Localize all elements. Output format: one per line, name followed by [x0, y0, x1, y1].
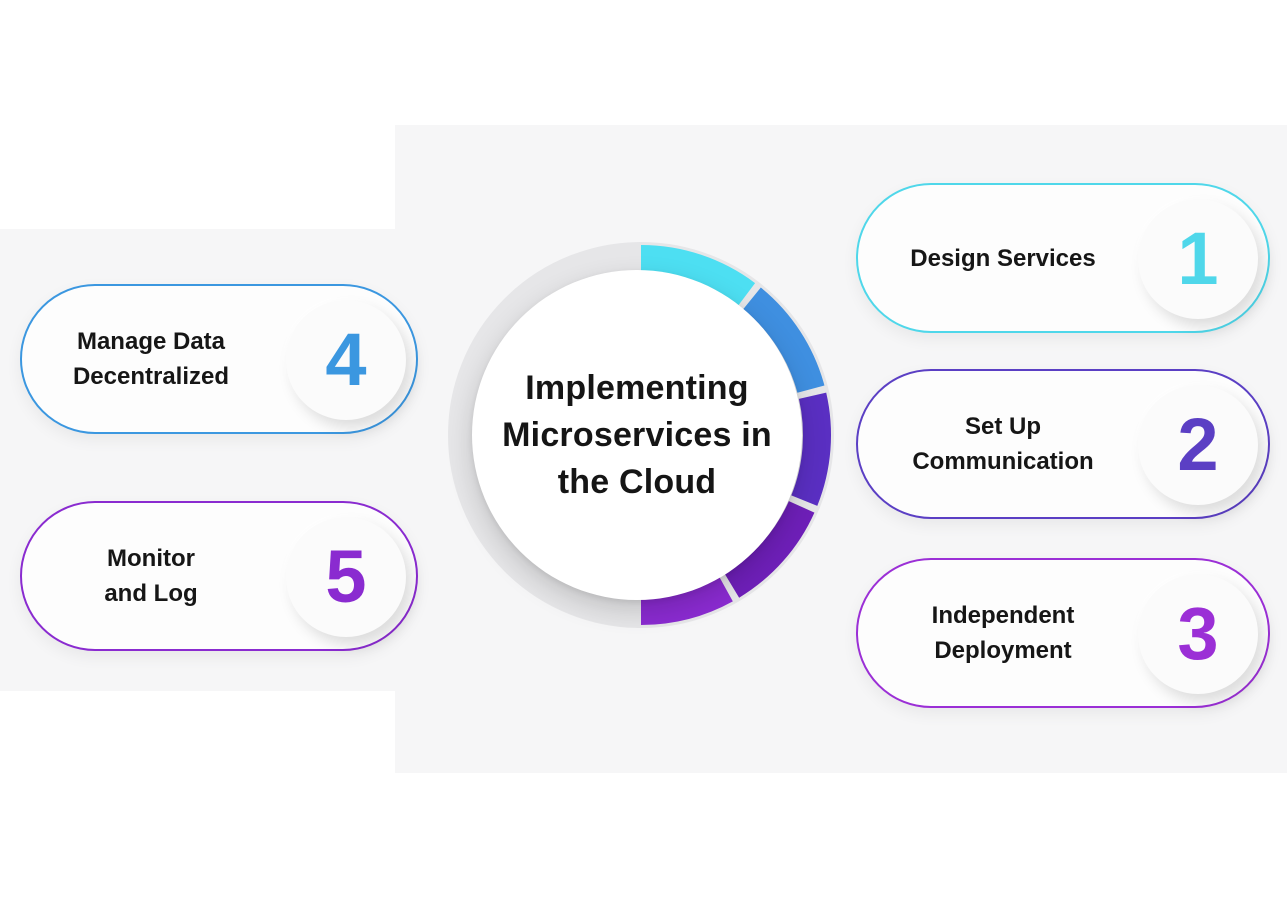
step-4-label: Manage Data Decentralized: [72, 328, 230, 390]
step-2-label: Set Up Communication: [912, 413, 1094, 475]
step-5-card: Monitor and Log 5: [20, 501, 418, 651]
step-4-number: 4: [325, 318, 367, 401]
step-5-number: 5: [325, 535, 367, 618]
step-1-label: Design Services: [910, 244, 1096, 272]
central-hub: Implementing Microservices in the Cloud: [472, 270, 802, 600]
step-2-card: Set Up Communication 2: [856, 369, 1270, 519]
step-2-badge: 2: [1138, 385, 1258, 505]
step-5-badge: 5: [286, 517, 406, 637]
step-3-number: 3: [1177, 592, 1219, 675]
step-1-card: Design Services 1: [856, 183, 1270, 333]
step-4-badge: 4: [286, 300, 406, 420]
step-5-label: Monitor and Log: [104, 545, 198, 607]
step-1-number: 1: [1177, 217, 1219, 300]
hub-title: Implementing Microservices in the Cloud: [502, 368, 772, 501]
step-4-card: Manage Data Decentralized 4: [20, 284, 418, 434]
step-3-card: Independent Deployment 3: [856, 558, 1270, 708]
step-3-label: Independent Deployment: [931, 602, 1075, 664]
step-3-badge: 3: [1138, 574, 1258, 694]
step-1-badge: 1: [1138, 199, 1258, 319]
step-2-number: 2: [1177, 403, 1219, 486]
